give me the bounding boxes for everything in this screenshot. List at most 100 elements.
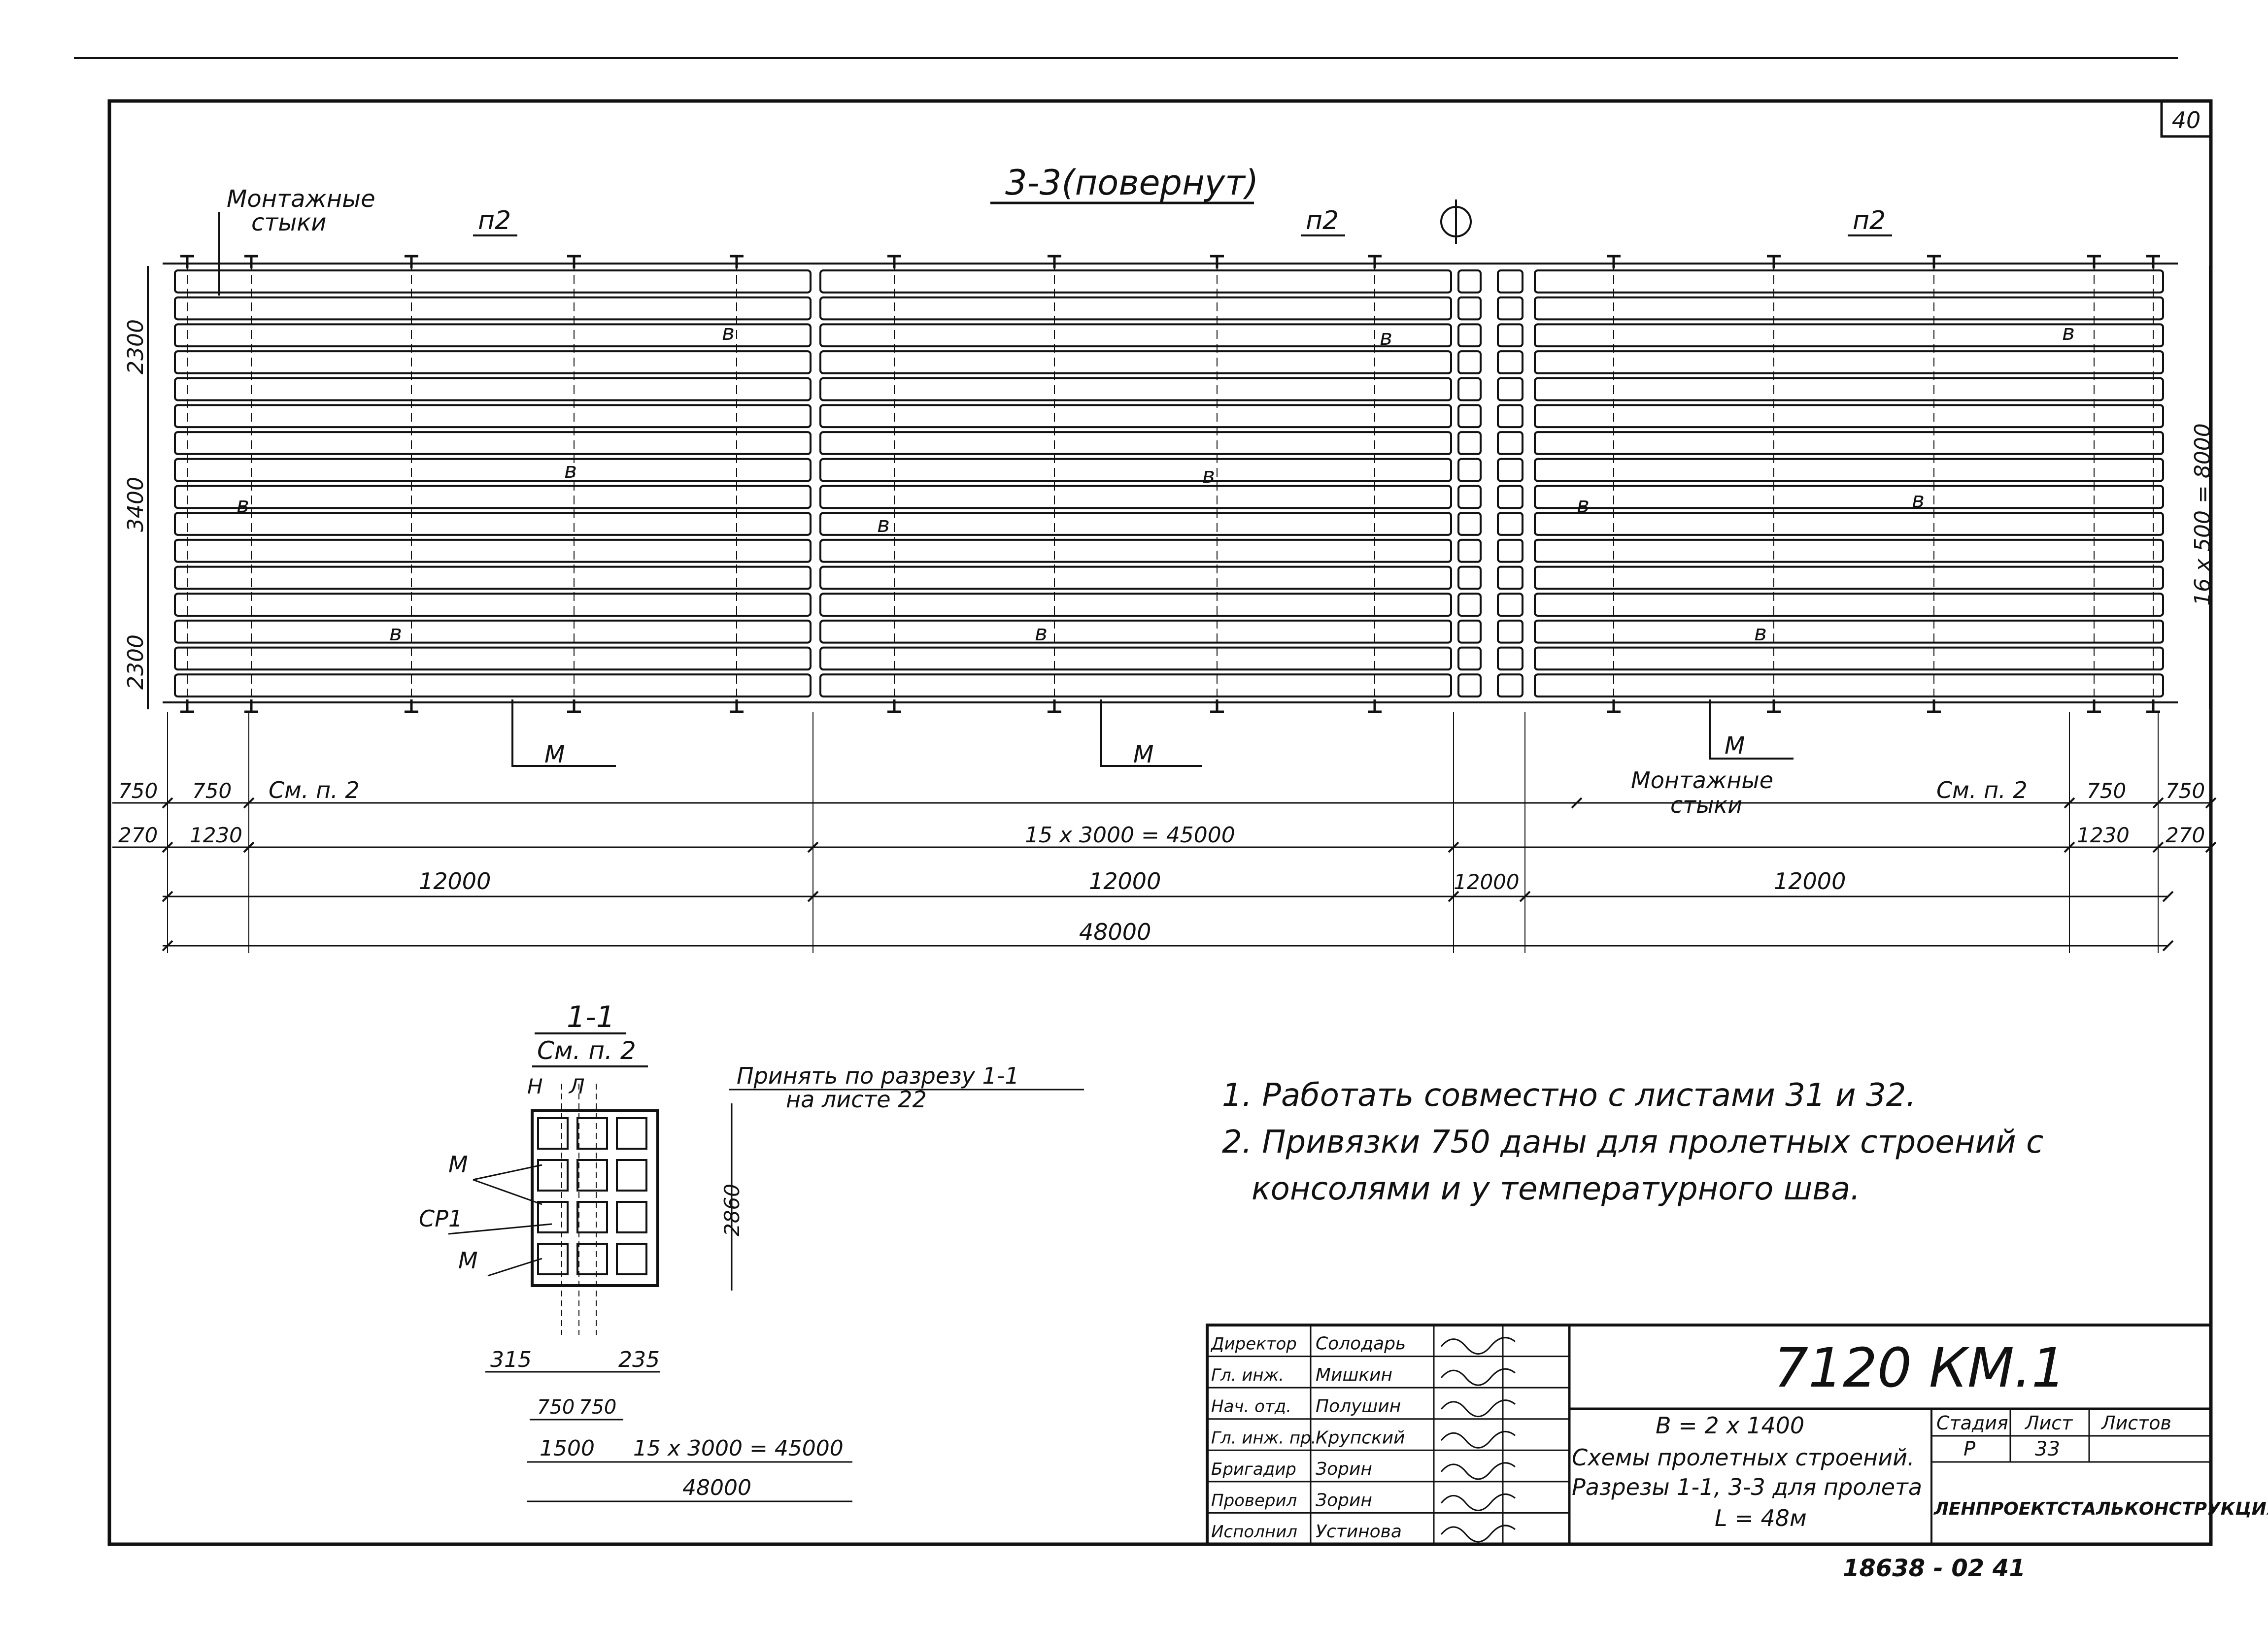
joints-label-top-line2: стыки (251, 209, 326, 236)
signature-mark (1440, 1462, 1516, 1480)
beam-strip (819, 377, 1452, 401)
dim-750-b: 750 (579, 1396, 616, 1419)
stud-bottom (1607, 699, 1621, 713)
beam-strip (1534, 646, 2164, 671)
stud-top (1927, 255, 1941, 268)
label-n: Н (527, 1074, 543, 1098)
dim-row3-4: 12000 (1774, 868, 1846, 895)
dim-row1-left-2: 750 (192, 779, 232, 803)
beam-strip (174, 431, 812, 455)
beam-strip (174, 485, 812, 509)
cross-section-cell (616, 1159, 647, 1192)
beam-strip (1497, 485, 1523, 509)
stud-top (1767, 255, 1781, 268)
role-name: Солодарь (1316, 1334, 1406, 1354)
dim-row1-note-left: См. п. 2 (269, 777, 360, 803)
width-label: В = 2 x 1400 (1656, 1412, 1804, 1439)
beam-strip (1534, 485, 2164, 509)
dim-row2-center: 15 x 3000 = 45000 (1025, 823, 1235, 848)
beam-strip (1534, 377, 2164, 401)
beam-strip (1497, 431, 1523, 455)
stud-bottom (887, 699, 901, 713)
joints-label-bottom-line1: Монтажные (1631, 767, 1773, 794)
beam-strip (819, 673, 1452, 698)
section-1-1-note-line1: Принять по разрезу 1-1 (737, 1062, 1019, 1089)
title-block-border (1206, 1324, 2212, 1546)
role-title: Проверил (1211, 1491, 1297, 1510)
cross-section-cell (616, 1243, 647, 1275)
beam-strip (1457, 619, 1482, 644)
section-1-1: 1-1 См. п. 2 Принять по разрезу 1-1 на л… (419, 1000, 1084, 1502)
beam-strip (1457, 431, 1482, 455)
beam-strip (1497, 404, 1523, 429)
dim-tick (2162, 940, 2174, 952)
org-name: ЛЕНПРОЕКТСТАЛЬКОНСТРУКЦИЯ (1933, 1499, 2268, 1519)
stud-top (1368, 255, 1382, 268)
note-3: консолями и у температурного шва. (1252, 1171, 1861, 1207)
beam-strip (1534, 431, 2164, 455)
cross-section-cell (576, 1117, 608, 1150)
beam-strip (174, 565, 812, 590)
stud-bottom (2087, 699, 2101, 713)
beam-strip (1497, 323, 1523, 348)
beam-strip (174, 269, 812, 294)
dim-row2-right-1: 1230 (2077, 823, 2130, 847)
cross-section-outline (531, 1109, 659, 1287)
beam-strip (174, 458, 812, 482)
label-b: в (237, 493, 249, 518)
cross-section-cell (576, 1243, 608, 1275)
stud-top (1048, 255, 1061, 268)
stud-top (1607, 255, 1621, 268)
dim-315: 315 (490, 1347, 532, 1372)
label-sp1: СР1 (419, 1205, 463, 1232)
signature-mark (1440, 1399, 1516, 1418)
role-title: Гл. инж. (1211, 1365, 1284, 1385)
sheet-value: 33 (2035, 1438, 2060, 1460)
m-label-3: М (1725, 732, 1745, 760)
dim-row1-note-right: См. п. 2 (1936, 777, 2028, 803)
p2-label-3: п2 (1853, 206, 1886, 235)
label-b: в (1577, 493, 1590, 518)
desc-line2: Разрезы 1-1, 3-3 для пролета (1572, 1474, 1922, 1500)
note-1: 1. Работать совместно с листами 31 и 32. (1222, 1077, 1916, 1114)
dim-row2-left-1: 270 (118, 823, 158, 847)
dim-235: 235 (618, 1347, 660, 1372)
dim-row1-left-1: 750 (118, 779, 158, 803)
m-leader-1 (511, 699, 616, 767)
beam-strip (1534, 673, 2164, 698)
beam-strip (1497, 377, 1523, 401)
beam-strip (174, 323, 812, 348)
cross-section-cell (576, 1201, 608, 1233)
beam-strip (1457, 404, 1482, 429)
signature-mark (1440, 1430, 1516, 1449)
beam-strip (1534, 296, 2164, 321)
label-b: в (2062, 320, 2075, 345)
label-b: в (1754, 621, 1767, 646)
section-3-3: 3-3(повернут) Монтажные стыки п2 п2 п2 в… (123, 163, 2215, 818)
stud-top (244, 255, 258, 268)
beam-strip (1497, 269, 1523, 294)
label-m-2: М (458, 1247, 478, 1274)
beam-strip (1534, 538, 2164, 563)
beam-strip (1497, 565, 1523, 590)
cross-section-grid (448, 1084, 659, 1335)
leader-line (473, 1164, 542, 1181)
beam-strip (1457, 565, 1482, 590)
beam-strip (1457, 512, 1482, 536)
drawing-frame (107, 99, 2213, 1546)
label-b: в (564, 458, 577, 483)
stud-bottom (1210, 699, 1224, 713)
beam-strip (174, 593, 812, 617)
signature-mark (1440, 1337, 1516, 1355)
role-title: Директор (1210, 1334, 1297, 1354)
beam-strip (819, 431, 1452, 455)
beam-strip (819, 619, 1452, 644)
beam-strip (819, 538, 1452, 563)
beam-strip (1457, 673, 1482, 698)
dim-row2-right-2: 270 (2166, 823, 2205, 847)
beam-strip (174, 296, 812, 321)
left-dim-2300-bottom: 2300 (123, 634, 148, 690)
beam-strip (1457, 593, 1482, 617)
